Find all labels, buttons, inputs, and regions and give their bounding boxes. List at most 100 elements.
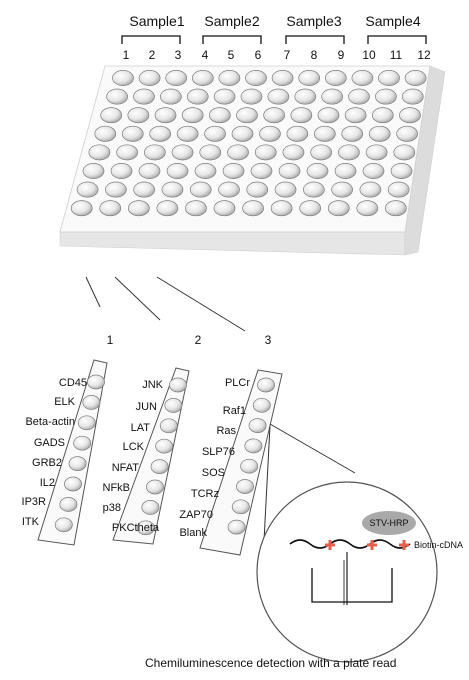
well-cross-section: [311, 568, 393, 603]
biotin-marker-1: [325, 540, 335, 550]
plate-well-r8-c4: [156, 200, 179, 217]
strip-1-well-1: [87, 374, 105, 390]
plate-well-r4-c11: [368, 125, 391, 142]
strip-3-label-4: SLP76: [202, 446, 235, 458]
plate-well-r6-c11: [362, 163, 385, 179]
strip-3-label-2: Raf1: [223, 405, 246, 417]
strip-1-label-5: GRB2: [32, 457, 62, 469]
sample-label-1: Sample1: [129, 13, 184, 29]
plate-well-r4-c10: [341, 125, 364, 142]
strip-3-well-3: [248, 418, 267, 433]
biotin-marker-3: [399, 540, 409, 550]
strip-3-well-7: [231, 499, 250, 515]
strip-3-label-3: Ras: [216, 425, 236, 437]
plate-well-r7-c3: [133, 181, 156, 198]
strip-2-well-4: [155, 438, 174, 454]
plate-well-r6-c3: [138, 163, 161, 179]
plate-well-r4-c6: [231, 125, 254, 142]
plate-well-r7-c5: [189, 181, 212, 198]
stv-hrp-ellipse: [362, 511, 416, 535]
plate-well-r7-c2: [105, 181, 127, 198]
plate-well-r8-c7: [242, 200, 264, 217]
plate-well-r4-c9: [313, 125, 336, 142]
strip-3-well-1: [257, 377, 275, 393]
plate-well-r3-c10: [344, 107, 367, 124]
strip-number-3: 3: [265, 333, 272, 347]
strip-1-well-4: [73, 435, 92, 451]
plate-well-r3-c3: [154, 107, 177, 124]
plate-well-r6-c10: [334, 163, 357, 179]
plate-well-r5-c3: [143, 144, 166, 161]
strip-2-well-3: [159, 418, 178, 434]
plate-well-r5-c1: [88, 144, 111, 161]
strip-2-labels: JNK JUN LAT LCK NFAT NFkB p38 PKCtheta: [103, 379, 164, 534]
plate-well-r1-c2: [138, 70, 161, 86]
plate-well-r2-c8: [294, 88, 317, 105]
column-number-2: 2: [149, 48, 156, 62]
plate-well-r6-c9: [306, 163, 329, 179]
biotin-markers: [325, 540, 409, 550]
plate-well-r5-c6: [227, 144, 249, 161]
plate-well-r8-c6: [213, 200, 236, 217]
plate-well-r5-c11: [365, 144, 388, 161]
plate-well-r8-c12: [385, 200, 407, 217]
strip-2-label-8: PKCtheta: [112, 522, 160, 534]
plate-well-r4-c4: [176, 125, 199, 142]
sample-label-4: Sample4: [365, 13, 420, 29]
plate-well-r6-c4: [166, 163, 189, 179]
plate-well-r4-c2: [121, 125, 144, 142]
biotin-marker-2: [367, 540, 377, 550]
plate-well-r2-c4: [186, 88, 209, 105]
plate-well-r2-c11: [375, 88, 397, 105]
strip-2-well-2: [164, 398, 183, 413]
strip-1-well-7: [59, 497, 78, 512]
strip-2-label-3: LAT: [131, 422, 151, 434]
strip-2-well-7: [141, 500, 160, 515]
plate-well-r7-c11: [359, 181, 382, 198]
plate-well-r5-c2: [116, 144, 138, 161]
plate-well-r3-c7: [263, 107, 286, 124]
plate-well-r3-c9: [317, 107, 340, 124]
strip-1-well-2: [82, 395, 101, 410]
strip-2-label-6: NFkB: [103, 482, 131, 494]
plate-well-r1-c6: [245, 70, 267, 86]
strip-3-label-7: ZAP70: [179, 509, 213, 521]
strip-1-label-1: CD45: [59, 377, 87, 389]
strip-2-well-1: [169, 377, 187, 393]
column-number-6: 6: [255, 48, 262, 62]
plate-front-face: [59, 231, 406, 256]
strip-1-well-5: [68, 456, 87, 471]
plate-well-r4-c5: [204, 125, 226, 142]
plate-well-r4-c8: [286, 125, 309, 142]
strip-1-well-3: [77, 415, 96, 431]
strip-3: PLCr Raf1 Ras SLP76 SOS TCRz ZAP70 Blank: [179, 369, 283, 556]
strip-1-well-8: [54, 517, 73, 533]
strip-1: CD45 ELK Beta-actin GADS GRB2 IL2 IP3R I…: [22, 359, 108, 546]
plate-well-r5-c12: [393, 144, 416, 161]
plate-well-r1-c7: [271, 70, 294, 86]
sample-label-2: Sample2: [204, 13, 259, 29]
plate-well-r1-c1: [112, 70, 134, 86]
plate-wells: [70, 70, 427, 217]
column-number-4: 4: [202, 48, 209, 62]
sample-bracket-2: [202, 35, 262, 44]
plate-well-r3-c1: [100, 107, 123, 124]
strip-1-label-6: IL2: [40, 477, 55, 489]
strip-3-label-6: TCRz: [191, 488, 219, 500]
plate-well-r5-c10: [338, 144, 360, 161]
plate-well-r7-c9: [302, 181, 325, 198]
strip-2-well-5: [150, 459, 169, 474]
strip-3-well-4: [244, 438, 263, 454]
plate-well-r1-c12: [404, 70, 427, 86]
strip-3-wells: [227, 377, 275, 535]
column-number-8: 8: [311, 48, 318, 62]
sample-bracket-4: [367, 35, 427, 44]
plate-well-r5-c8: [282, 144, 305, 161]
strip-1-wells: [54, 374, 105, 533]
strip-1-label-3: Beta-actin: [25, 416, 75, 428]
plate-well-r3-c8: [290, 107, 313, 124]
strip-2-wells: [136, 377, 187, 536]
strip-2: JNK JUN LAT LCK NFAT NFkB p38 PKCtheta: [103, 367, 190, 545]
